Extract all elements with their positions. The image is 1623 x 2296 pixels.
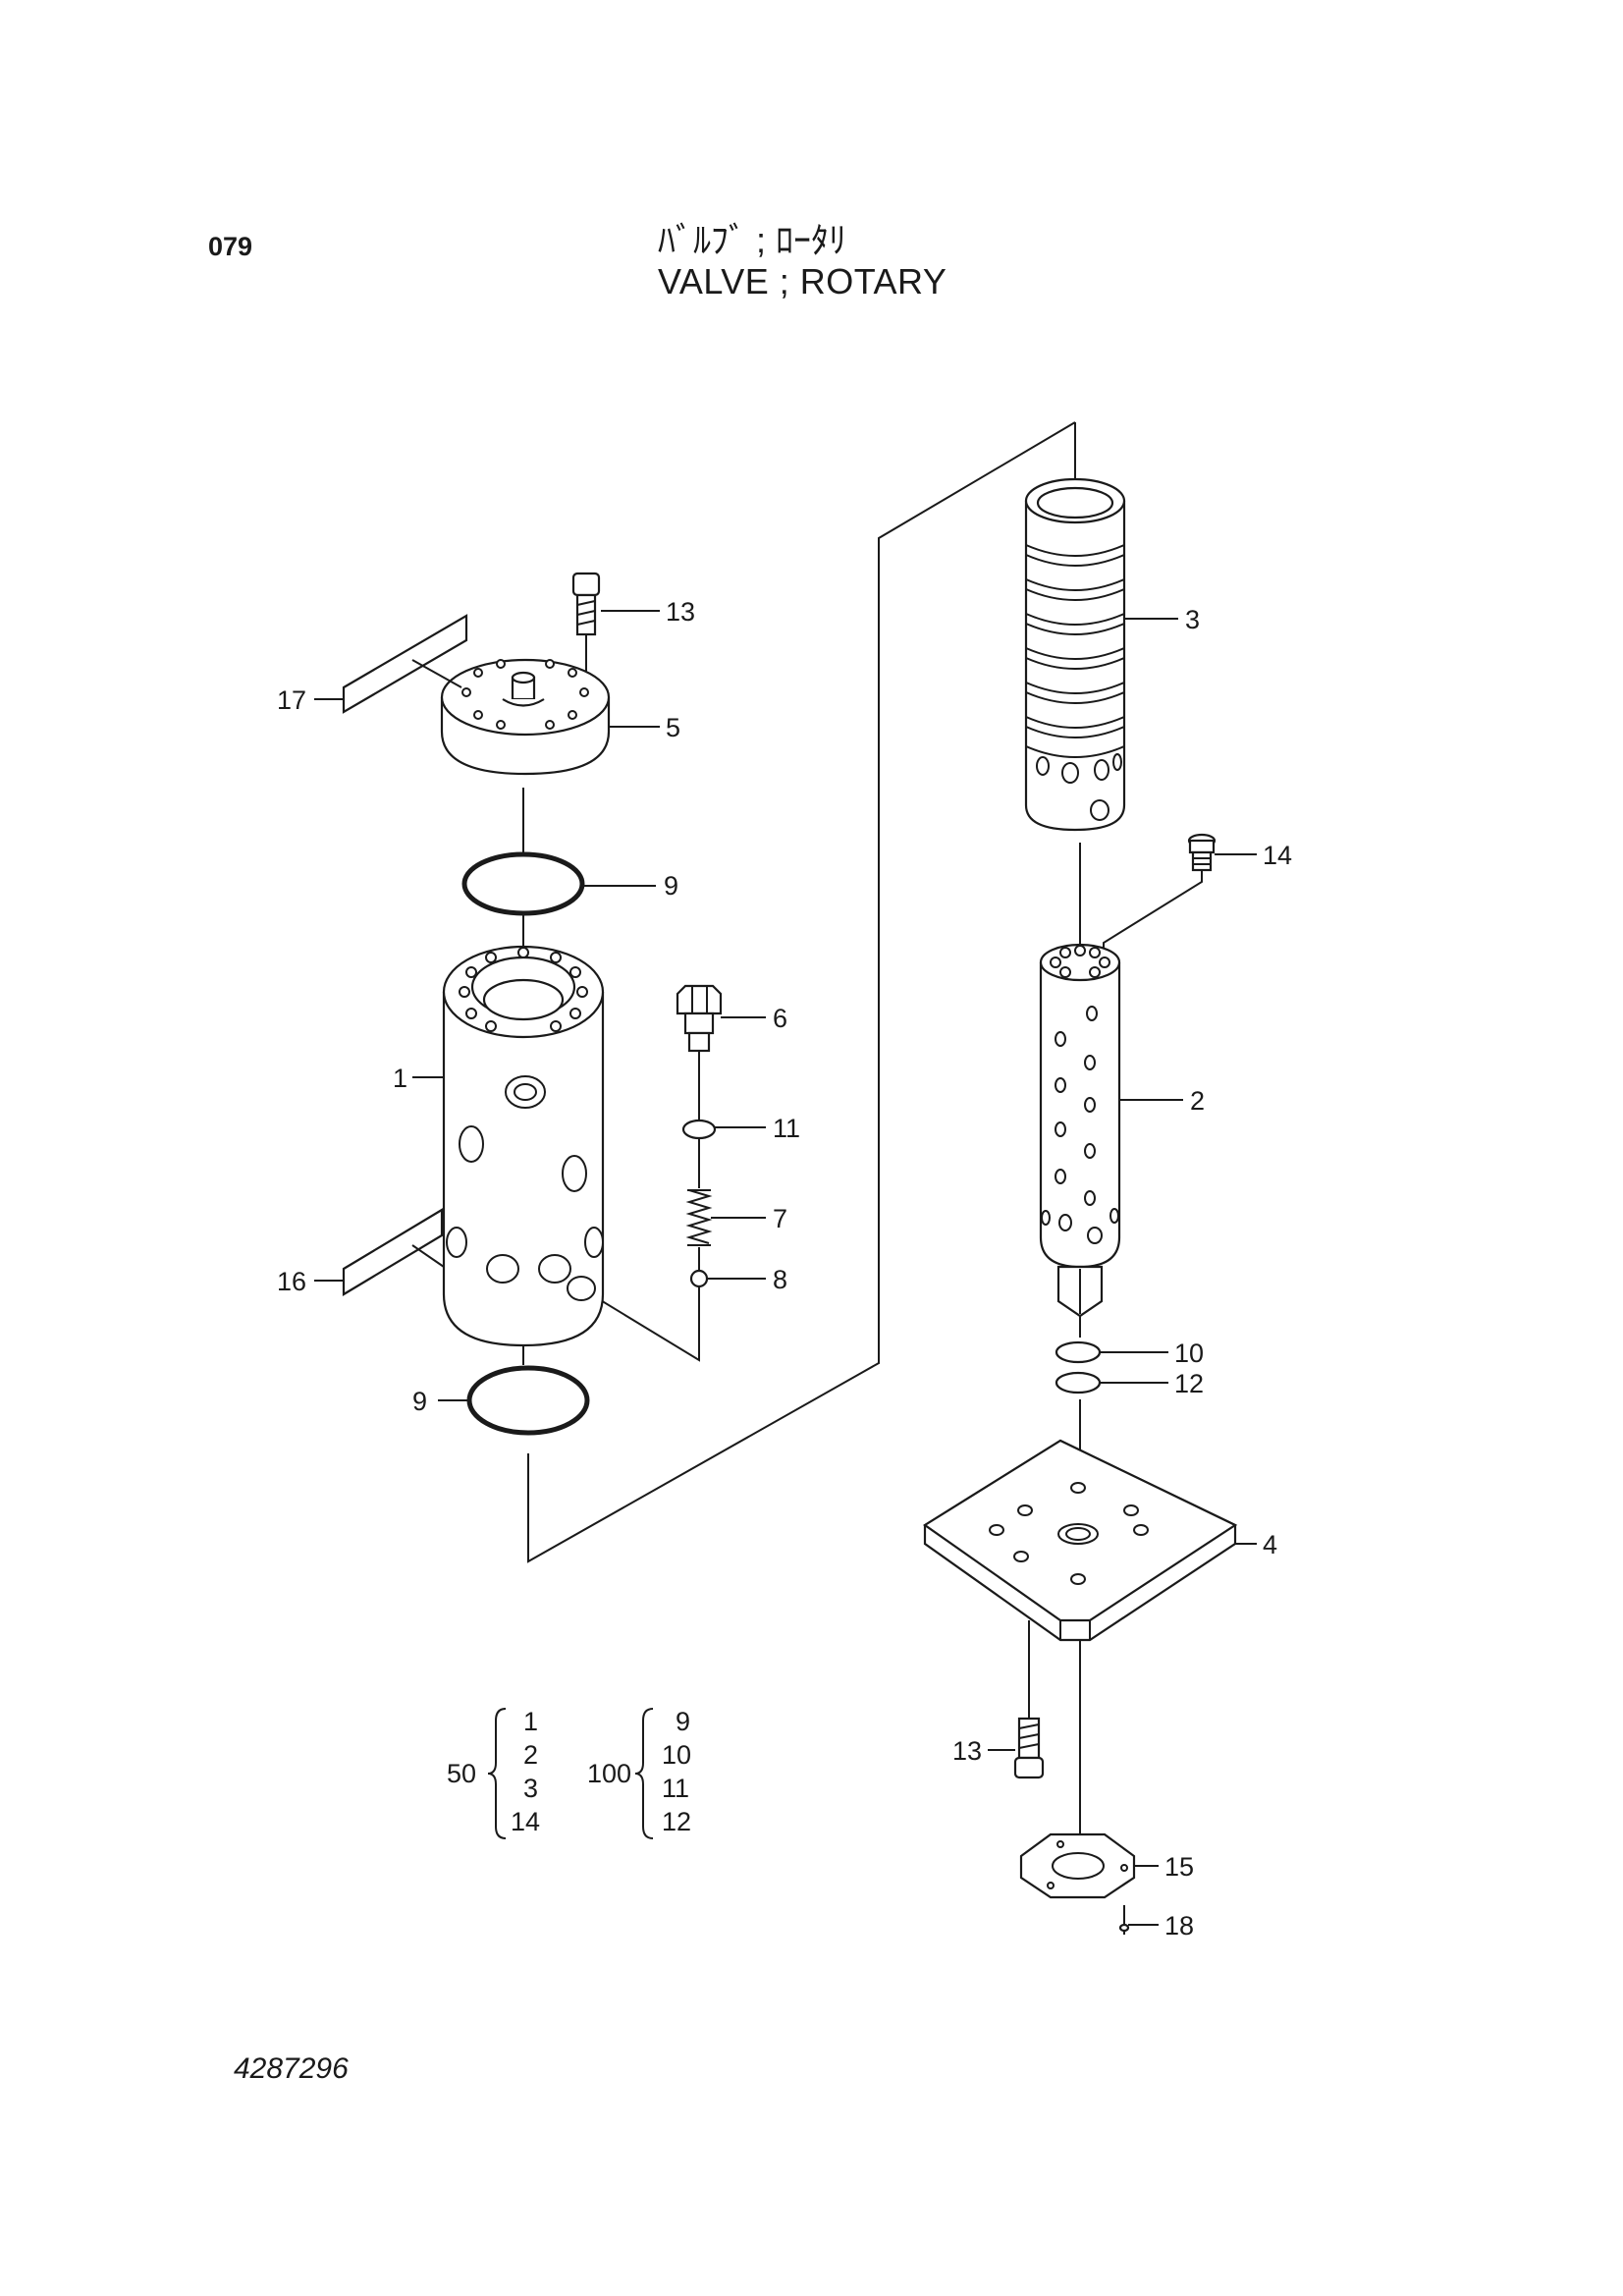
kit-100-item-1: 9: [676, 1707, 690, 1736]
title-japanese: ﾊﾞﾙﾌﾞ ; ﾛｰﾀﾘ: [658, 220, 847, 260]
label-6: 6: [773, 1004, 787, 1033]
kit-100-item-4: 12: [662, 1807, 691, 1836]
label-5: 5: [666, 713, 680, 742]
part-13-bolt-top[interactable]: [571, 572, 601, 636]
label-10: 10: [1174, 1339, 1204, 1368]
kit-50-item-2: 2: [523, 1740, 538, 1770]
kit-50-item-1: 1: [523, 1707, 538, 1736]
label-7: 7: [773, 1204, 787, 1233]
part-14-plug[interactable]: [1187, 833, 1217, 872]
kit-100-item-3: 11: [662, 1774, 689, 1803]
label-17: 17: [277, 685, 306, 715]
title-english: VALVE ; ROTARY: [658, 261, 947, 301]
kit-100-number: 100: [587, 1759, 631, 1788]
kit-50-item-3: 3: [523, 1774, 538, 1803]
part-11-o-ring[interactable]: [681, 1119, 717, 1140]
part-4-base-plate[interactable]: [923, 1439, 1238, 1642]
part-13-bolt-bottom[interactable]: [1013, 1717, 1045, 1779]
label-16: 16: [277, 1267, 306, 1296]
label-15: 15: [1164, 1852, 1194, 1882]
kit-50-group: 50 1 2 3 14: [447, 1707, 540, 1839]
label-11: 11: [773, 1114, 800, 1143]
part-9-o-ring-top[interactable]: [461, 851, 585, 916]
drawing-number: 4287296: [234, 2052, 349, 2085]
kit-100-item-2: 10: [662, 1740, 691, 1770]
part-5-cover[interactable]: [440, 658, 611, 776]
callout-leaders: [314, 610, 1257, 1926]
kit-100-group: 100 9 10 11 12: [587, 1707, 691, 1839]
part-1-housing[interactable]: [442, 945, 605, 1347]
part-8-ball[interactable]: [689, 1269, 709, 1288]
label-13-top: 13: [666, 597, 695, 627]
label-2: 2: [1190, 1086, 1205, 1116]
kit-50-number: 50: [447, 1759, 476, 1788]
part-6-plug[interactable]: [676, 984, 723, 1053]
part-9-o-ring-bottom[interactable]: [466, 1365, 590, 1436]
kit-50-item-4: 14: [511, 1807, 540, 1836]
page-number: 079: [208, 232, 253, 261]
part-7-spring[interactable]: [685, 1189, 713, 1246]
label-9-bottom: 9: [412, 1387, 427, 1416]
label-8: 8: [773, 1265, 787, 1294]
label-4: 4: [1263, 1530, 1277, 1559]
part-16-nameplate[interactable]: [342, 1208, 445, 1296]
label-13-bottom: 13: [952, 1736, 982, 1766]
part-2-shaft[interactable]: [1039, 943, 1121, 1318]
label-1: 1: [393, 1064, 407, 1093]
label-18: 18: [1164, 1911, 1194, 1941]
label-12: 12: [1174, 1369, 1204, 1398]
part-3-spool[interactable]: [1024, 477, 1126, 832]
part-18-rivet[interactable]: [1118, 1923, 1130, 1933]
label-3: 3: [1185, 605, 1200, 634]
part-12-o-ring[interactable]: [1055, 1371, 1102, 1394]
part-15-gasket[interactable]: [1019, 1832, 1136, 1899]
callout-labels: 13 17 5 9 3 14 6 1 2 11 7 16 8 10 12 9 4…: [277, 597, 1292, 1941]
label-9-top: 9: [664, 871, 678, 901]
part-17-nameplate[interactable]: [342, 614, 468, 714]
label-14: 14: [1263, 841, 1292, 870]
part-10-o-ring[interactable]: [1055, 1340, 1102, 1364]
